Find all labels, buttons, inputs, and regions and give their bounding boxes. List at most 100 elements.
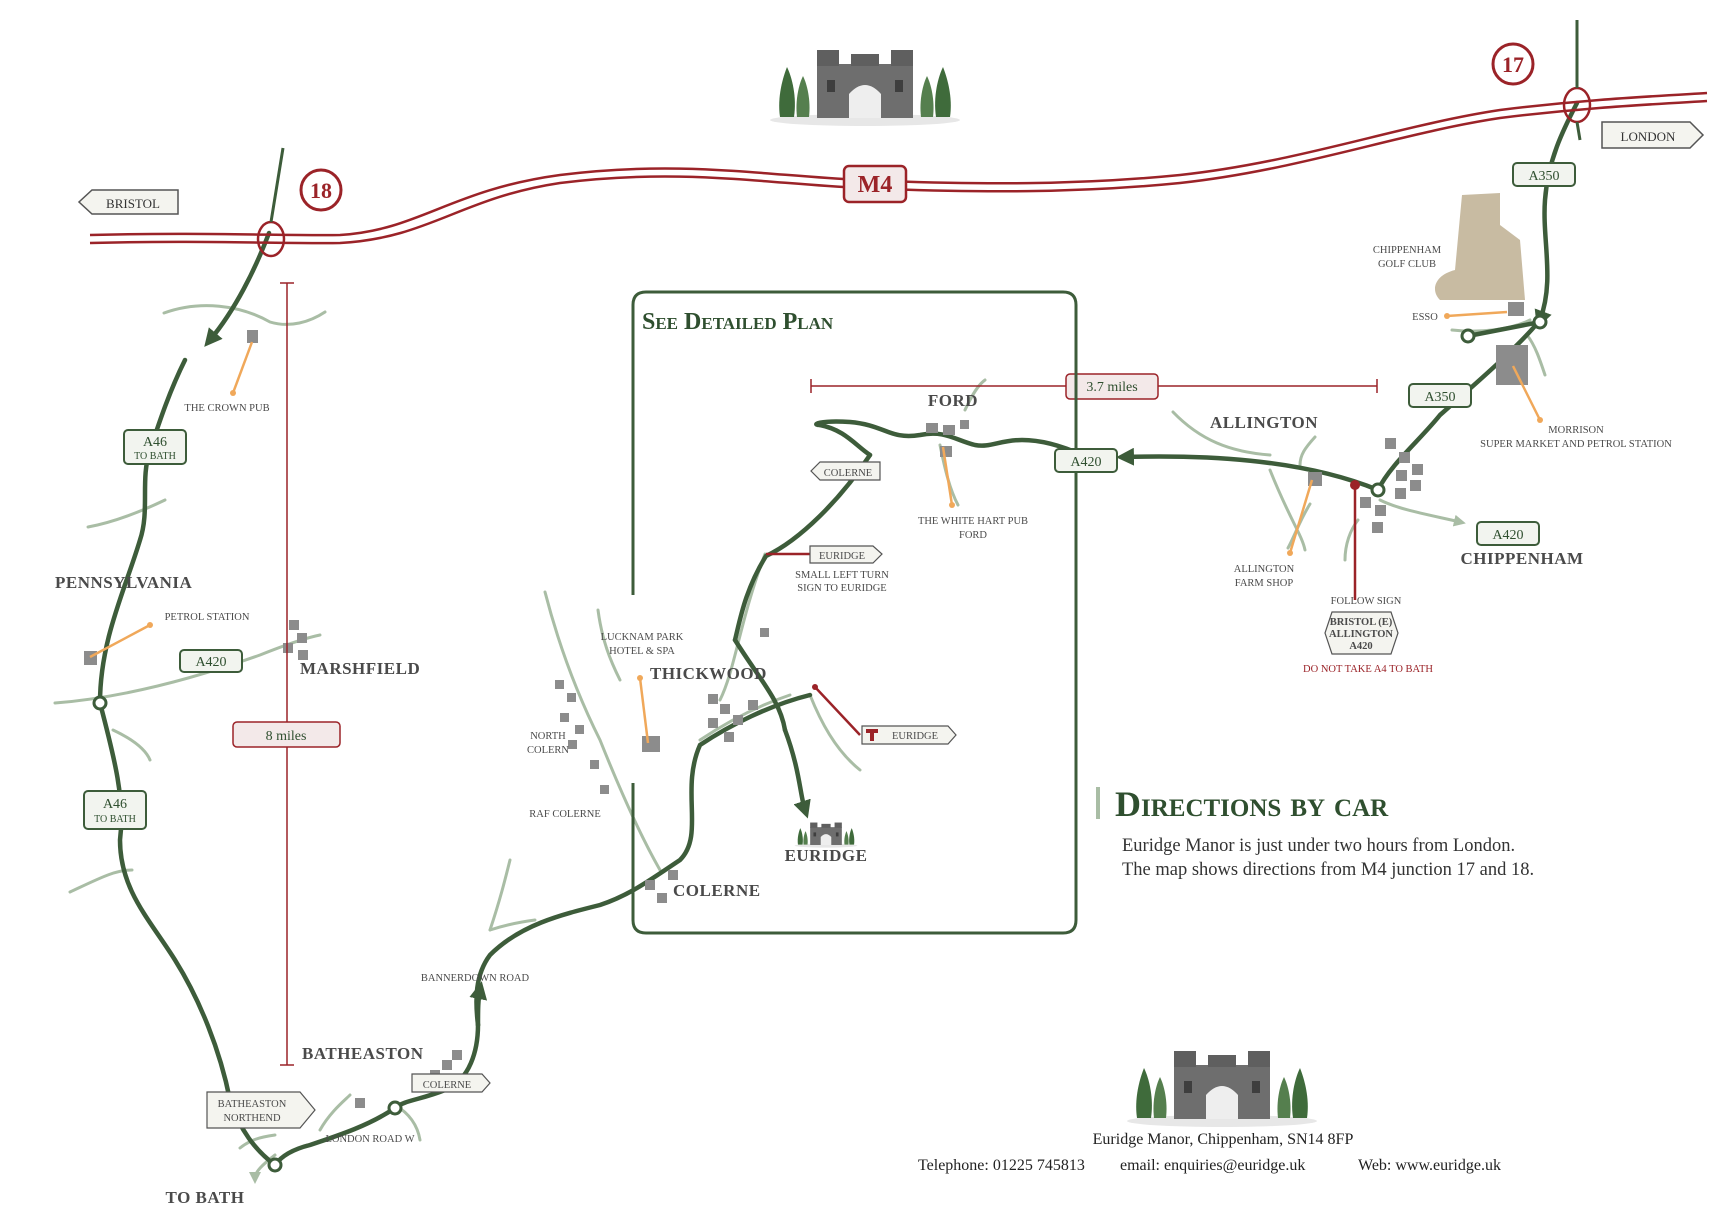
place-batheaston: BATHEASTON: [302, 1044, 424, 1063]
poi-london-road: LONDON ROAD W: [325, 1134, 414, 1145]
poi-morrison-line2: SUPER MARKET AND PETROL STATION: [1480, 439, 1672, 450]
gatehouse-illustration-icon: [794, 822, 858, 848]
place-chippenham: CHIPPENHAM: [1460, 549, 1583, 568]
sign-batheaston-line1: BATHEASTON: [218, 1099, 287, 1110]
poi-golf-line2: GOLF CLUB: [1378, 259, 1436, 270]
plate-a420-chippenham-label: A420: [1492, 528, 1523, 543]
sign-colerne-batheaston-label: COLERNE: [423, 1080, 471, 1091]
svg-text:3.7 miles: 3.7 miles: [1086, 380, 1137, 395]
gatehouse-illustration-icon: [1127, 1051, 1317, 1127]
plate-a420-ford-label: A420: [1070, 455, 1101, 470]
sign-euridge-upper-label: EURIDGE: [819, 551, 865, 562]
directions-accent-bar: [1096, 787, 1100, 819]
note-small-left-line2: SIGN TO EURIDGE: [797, 583, 886, 594]
bristol-sign-line1: BRISTOL (E): [1330, 617, 1393, 628]
poi-lucknam-line2: HOTEL & SPA: [609, 646, 675, 657]
sign-colerne-batheaston: [411, 1073, 491, 1093]
footer-web: Web: www.euridge.uk: [1358, 1157, 1501, 1174]
poi-lucknam-line1: LUCKNAM PARK: [601, 632, 684, 643]
svg-text:17: 17: [1502, 52, 1524, 77]
footer-email: email: enquiries@euridge.uk: [1120, 1157, 1305, 1174]
place-pennsylvania: PENNSYLVANIA: [55, 573, 193, 592]
plate-a420-chippenham: [1476, 521, 1540, 546]
gatehouse-illustration-icon: [770, 50, 960, 126]
plate-a46-bottom-line1: A46: [103, 797, 127, 812]
place-thickwood: THICKWOOD: [650, 664, 767, 683]
plate-a46-bottom: [83, 790, 147, 830]
poi-crown-pub: THE CROWN PUB: [184, 403, 269, 414]
distance-markers: [280, 282, 1378, 1066]
sign-batheaston-northend: [206, 1091, 316, 1129]
plate-a350-mid-label: A350: [1424, 390, 1455, 405]
poi-farm-line1: ALLINGTON: [1234, 564, 1295, 575]
buildings: [84, 302, 1528, 1108]
poi-petrol-station: PETROL STATION: [165, 612, 250, 623]
place-marshfield: MARSHFIELD: [300, 659, 420, 678]
sign-colerne-ford: [810, 461, 881, 481]
red-dot: [1350, 480, 1360, 490]
plate-a350-mid: [1408, 383, 1472, 408]
place-ford: FORD: [928, 391, 978, 410]
plate-a46-top-line2: TO BATH: [134, 451, 176, 462]
sign-euridge-upper: [809, 545, 883, 564]
directions-line1: Euridge Manor is just under two hours fr…: [1122, 836, 1515, 856]
plate-a350-top-label: A350: [1528, 169, 1559, 184]
poi-farm-line2: FARM SHOP: [1235, 578, 1294, 589]
junction-18-marker: 18: [299, 168, 343, 212]
svg-text:M4: M4: [858, 172, 893, 198]
roundabouts: [92, 314, 1548, 1173]
bristol-sign-line2: ALLINGTON: [1329, 629, 1393, 640]
poi-bannerdown-road: BANNERDOWN ROAD: [421, 973, 530, 984]
plate-a46-top: [123, 429, 187, 465]
poi-golf-line1: CHIPPENHAM: [1373, 245, 1442, 256]
poi-dots: [147, 313, 1543, 681]
directions-line2: The map shows directions from M4 junctio…: [1122, 860, 1534, 880]
poi-white-hart-line2: FORD: [959, 530, 987, 541]
m4-label: M4: [842, 164, 908, 204]
poi-north-colern-line1: NORTH: [530, 731, 566, 742]
note-do-not-take: DO NOT TAKE A4 TO BATH: [1303, 664, 1433, 675]
red-dot: [812, 684, 818, 690]
place-colerne: COLERNE: [673, 881, 761, 900]
detailed-plan-title: See Detailed Plan: [642, 309, 834, 335]
note-small-left-line1: SMALL LEFT TURN: [795, 570, 889, 581]
bristol-sign-line3: A420: [1349, 641, 1372, 652]
red-pointers: [766, 485, 1357, 736]
svg-text:18: 18: [310, 178, 332, 203]
footer-telephone: Telephone: 01225 745813: [918, 1157, 1085, 1174]
place-to-bath: TO BATH: [166, 1188, 245, 1207]
svg-text:BRISTOL: BRISTOL: [106, 196, 160, 211]
poi-esso: ESSO: [1412, 312, 1438, 323]
plate-a420-marshfield: [179, 649, 243, 673]
poi-morrison-line1: MORRISON: [1548, 425, 1604, 436]
detailed-plan-frame: [631, 290, 1078, 935]
plate-a350-top: [1512, 162, 1576, 187]
poi-raf-colerne: RAF COLERNE: [529, 809, 600, 820]
sign-colerne-ford-label: COLERNE: [824, 468, 872, 479]
svg-text:LONDON: LONDON: [1621, 129, 1676, 144]
poi-north-colern-line2: COLERN: [527, 745, 569, 756]
distance-label-west: 8 miles: [232, 721, 341, 748]
poi-white-hart-line1: THE WHITE HART PUB: [918, 516, 1028, 527]
sign-london: LONDON: [1601, 121, 1705, 149]
sign-batheaston-line2: NORTHEND: [223, 1113, 281, 1124]
place-allington: ALLINGTON: [1210, 413, 1318, 432]
sign-euridge-lower: [861, 725, 957, 745]
plate-a420-ford: [1054, 448, 1118, 473]
poi-pointers: [89, 310, 1542, 744]
plate-a46-bottom-line2: TO BATH: [94, 814, 136, 825]
directions-title: Directions by car: [1115, 784, 1389, 824]
note-follow-sign: FOLLOW SIGN: [1331, 596, 1402, 607]
sign-euridge-lower-label: EURIDGE: [892, 731, 938, 742]
plate-a46-top-line1: A46: [143, 435, 167, 450]
golf-club-area: [1435, 193, 1525, 300]
place-euridge: EURIDGE: [785, 846, 868, 865]
junction-17-marker: 17: [1491, 42, 1535, 86]
sign-euridge-lower-icon: [866, 729, 878, 741]
sign-bristol-allington: [1324, 611, 1399, 655]
junction-17-slip-road: [1575, 20, 1582, 141]
sign-bristol: BRISTOL: [77, 189, 179, 215]
svg-text:8 miles: 8 miles: [266, 729, 307, 744]
plate-a420-marshfield-label: A420: [195, 655, 226, 670]
